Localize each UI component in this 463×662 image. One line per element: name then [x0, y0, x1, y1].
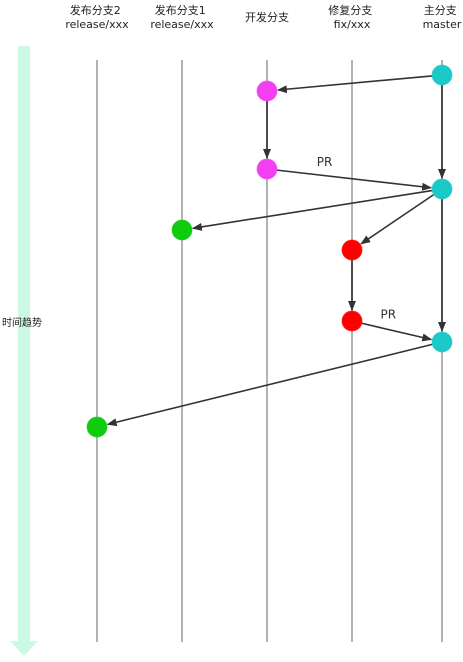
commit-node-d2 — [256, 158, 278, 180]
commit-node-f1 — [341, 239, 363, 261]
edge-labels: PR PR — [317, 155, 396, 321]
edge-m2-to-r1 — [191, 189, 433, 231]
lane-title-master: 主分支 master — [423, 4, 462, 31]
commit-node-m3 — [431, 331, 453, 353]
commit-node-r1 — [171, 219, 193, 241]
commit-node-f2 — [341, 310, 363, 332]
lane-title-fix-line1: 修复分支 — [328, 3, 372, 17]
commit-edges — [106, 75, 446, 427]
timeline-label: 时间趋势 — [2, 316, 42, 329]
pr-label-f2-to-m3: PR — [381, 307, 397, 321]
lane-title-fix: 修复分支 fix/xxx — [328, 3, 376, 31]
lane-title-release1: 发布分支1 release/xxx — [150, 3, 214, 31]
lane-title-release1-line1: 发布分支1 — [155, 3, 206, 17]
lane-title-release1-line2: release/xxx — [150, 18, 214, 31]
lane-title-fix-line2: fix/xxx — [334, 18, 371, 31]
timeline-arrow — [10, 46, 38, 656]
edge-m3-to-r2 — [106, 343, 433, 427]
timeline-arrowhead — [10, 641, 38, 656]
commit-node-m2 — [431, 178, 453, 200]
lane-title-master-line2: master — [423, 18, 462, 31]
edge-m2-to-f1 — [360, 193, 435, 245]
lane-title-develop-line1: 开发分支 — [245, 10, 289, 24]
commit-node-d1 — [256, 80, 278, 102]
edge-m1-to-d1 — [276, 75, 433, 94]
lane-title-master-line1: 主分支 — [424, 4, 457, 17]
commit-node-r2 — [86, 416, 108, 438]
edge-d2-to-m2 — [276, 169, 433, 191]
lane-title-develop: 开发分支 — [245, 10, 289, 24]
timeline-shaft — [18, 46, 30, 642]
commit-node-m1 — [431, 64, 453, 86]
pr-label-d2-to-m2: PR — [317, 155, 333, 169]
lane-lines — [96, 60, 443, 642]
lane-titles: 发布分支2 release/xxx 发布分支1 release/xxx 开发分支… — [65, 3, 462, 31]
edge-f2-to-m3 — [361, 322, 433, 342]
commit-nodes — [86, 64, 453, 438]
lane-title-release2-line1: 发布分支2 — [70, 3, 121, 17]
lane-title-release2-line2: release/xxx — [65, 18, 129, 31]
lane-title-release2: 发布分支2 release/xxx — [65, 3, 129, 31]
